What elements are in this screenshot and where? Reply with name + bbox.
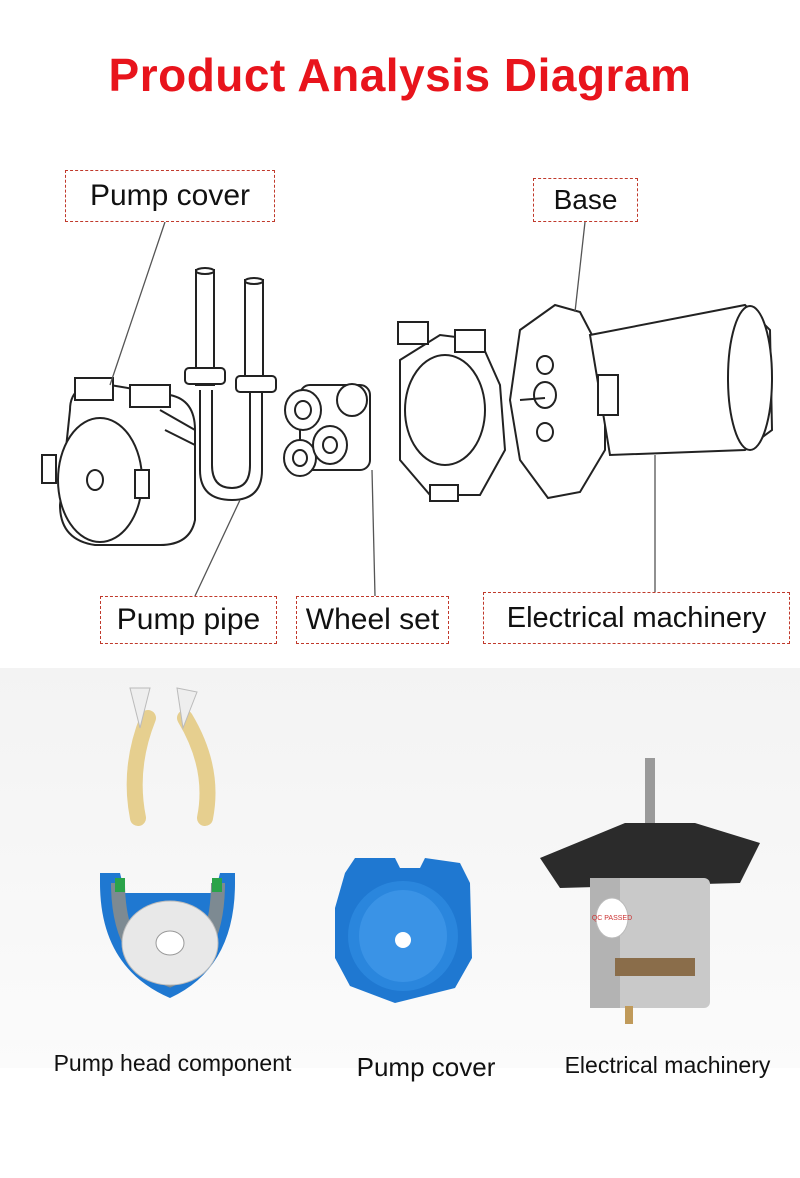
pump-head-drawing (397, 321, 507, 502)
motor-photo: QC PASSED (540, 758, 760, 1024)
wheel-set-drawing (283, 383, 371, 477)
base-drawing (508, 303, 606, 500)
page-title: Product Analysis Diagram (108, 49, 692, 101)
pump-cover-photo (335, 858, 472, 1003)
pump-head-photo (100, 687, 235, 998)
callout-pump-cover: Pump cover (65, 170, 275, 222)
callout-base: Base (533, 178, 638, 222)
callout-electrical-machinery: Electrical machinery (483, 592, 790, 644)
photo-label-pump-head: Pump head component (53, 1050, 292, 1076)
motor-drawing (588, 303, 774, 457)
exploded-diagram (41, 221, 774, 597)
pump-cover-drawing (41, 377, 196, 546)
callout-wheel-set: Wheel set (296, 596, 449, 644)
callout-pump-pipe: Pump pipe (100, 596, 277, 644)
product-photos: QC PASSED (100, 687, 760, 1024)
photo-label-electrical-machinery: Electrical machinery (564, 1052, 771, 1078)
photo-label-pump-cover: Pump cover (356, 1052, 496, 1082)
motor-qc-label: QC PASSED (592, 915, 632, 922)
pump-pipe-drawing (184, 267, 277, 502)
